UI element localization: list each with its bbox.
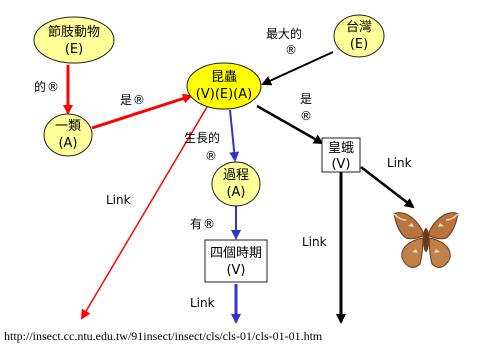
edge-label-is-left-mark: ® (133, 93, 145, 107)
edge-label-link-blue[interactable]: Link (190, 296, 215, 310)
moth-window-right (438, 223, 444, 227)
edge-label-of-mark: ® (47, 80, 59, 94)
edge-label-has-mark: ® (203, 217, 215, 231)
edge-label-growth-text: 生長的 (184, 130, 220, 145)
node-four-stages-label: 四個時期 (210, 246, 262, 261)
node-insect-tag: (V)(E)(A) (196, 87, 252, 102)
node-taiwan-tag: (E) (350, 37, 368, 52)
edge-insect-to-moth (256, 104, 324, 145)
moth-window-right-lower (434, 249, 440, 253)
edge-class-to-insect (91, 93, 193, 130)
moth-body (423, 228, 429, 252)
edge-label-has-text: 有 (190, 217, 202, 231)
edge-label-largest: 最大的 ® (266, 26, 302, 57)
node-process-tag: (A) (226, 185, 245, 200)
moth-window-left-lower (412, 249, 418, 253)
url-link[interactable]: http://insect.cc.ntu.edu.tw/91insect/ins… (4, 329, 323, 343)
node-taiwan-label: 台灣 (346, 20, 372, 35)
node-emperor-moth[interactable]: 皇蛾 (V) (321, 137, 361, 173)
node-process-label: 過程 (223, 168, 249, 183)
edge-label-largest-text: 最大的 (266, 26, 302, 41)
node-class-one[interactable]: 一類 (A) (43, 113, 93, 157)
node-insect[interactable]: 昆蟲 (V)(E)(A) (186, 62, 262, 110)
edge-label-growth-mark: ® (205, 149, 217, 163)
edge-label-growth: 生長的 ® (184, 130, 220, 163)
node-emperor-moth-label: 皇蛾 (328, 141, 354, 156)
edge-label-link-black[interactable]: Link (302, 235, 327, 249)
edge-taiwan-to-insect (261, 51, 334, 86)
node-class-one-label: 一類 (55, 119, 81, 134)
edge-label-is-right-mark: ® (300, 109, 312, 123)
node-four-stages-tag: (V) (226, 263, 245, 278)
node-taiwan[interactable]: 台灣 (E) (333, 14, 385, 58)
node-class-one-tag: (A) (58, 136, 77, 151)
edge-label-is-left-text: 是 (120, 93, 132, 107)
edge-label-link-red[interactable]: Link (106, 193, 131, 207)
node-process[interactable]: 過程 (A) (211, 161, 261, 207)
edge-label-is-right-text: 是 (300, 92, 312, 106)
edge-label-link-moth[interactable]: Link (387, 156, 412, 170)
moth-window-left (408, 223, 414, 227)
edge-label-is-right: 是 ® (300, 92, 312, 123)
node-emperor-moth-tag: (V) (331, 157, 350, 172)
moth-left-hindwing (401, 237, 424, 268)
edge-label-of: 的 ® (34, 79, 59, 94)
node-arthropod[interactable]: 節肢動物 (E) (33, 16, 115, 64)
node-arthropod-tag: (E) (65, 42, 83, 57)
moth-right-hindwing (428, 237, 451, 268)
edge-label-is-left: 是 ® (120, 93, 145, 107)
node-insect-label: 昆蟲 (211, 70, 237, 85)
edge-label-has: 有 ® (190, 217, 215, 231)
node-four-stages[interactable]: 四個時期 (V) (204, 239, 268, 283)
moth-photo[interactable] (393, 212, 459, 268)
node-arthropod-label: 節肢動物 (48, 24, 100, 40)
edge-moth-to-photo (360, 166, 415, 209)
edge-label-of-text: 的 (34, 79, 46, 94)
edge-insect-link-red (80, 106, 208, 320)
edge-label-largest-mark: ® (285, 43, 297, 57)
edge-insect-to-process (229, 109, 240, 162)
